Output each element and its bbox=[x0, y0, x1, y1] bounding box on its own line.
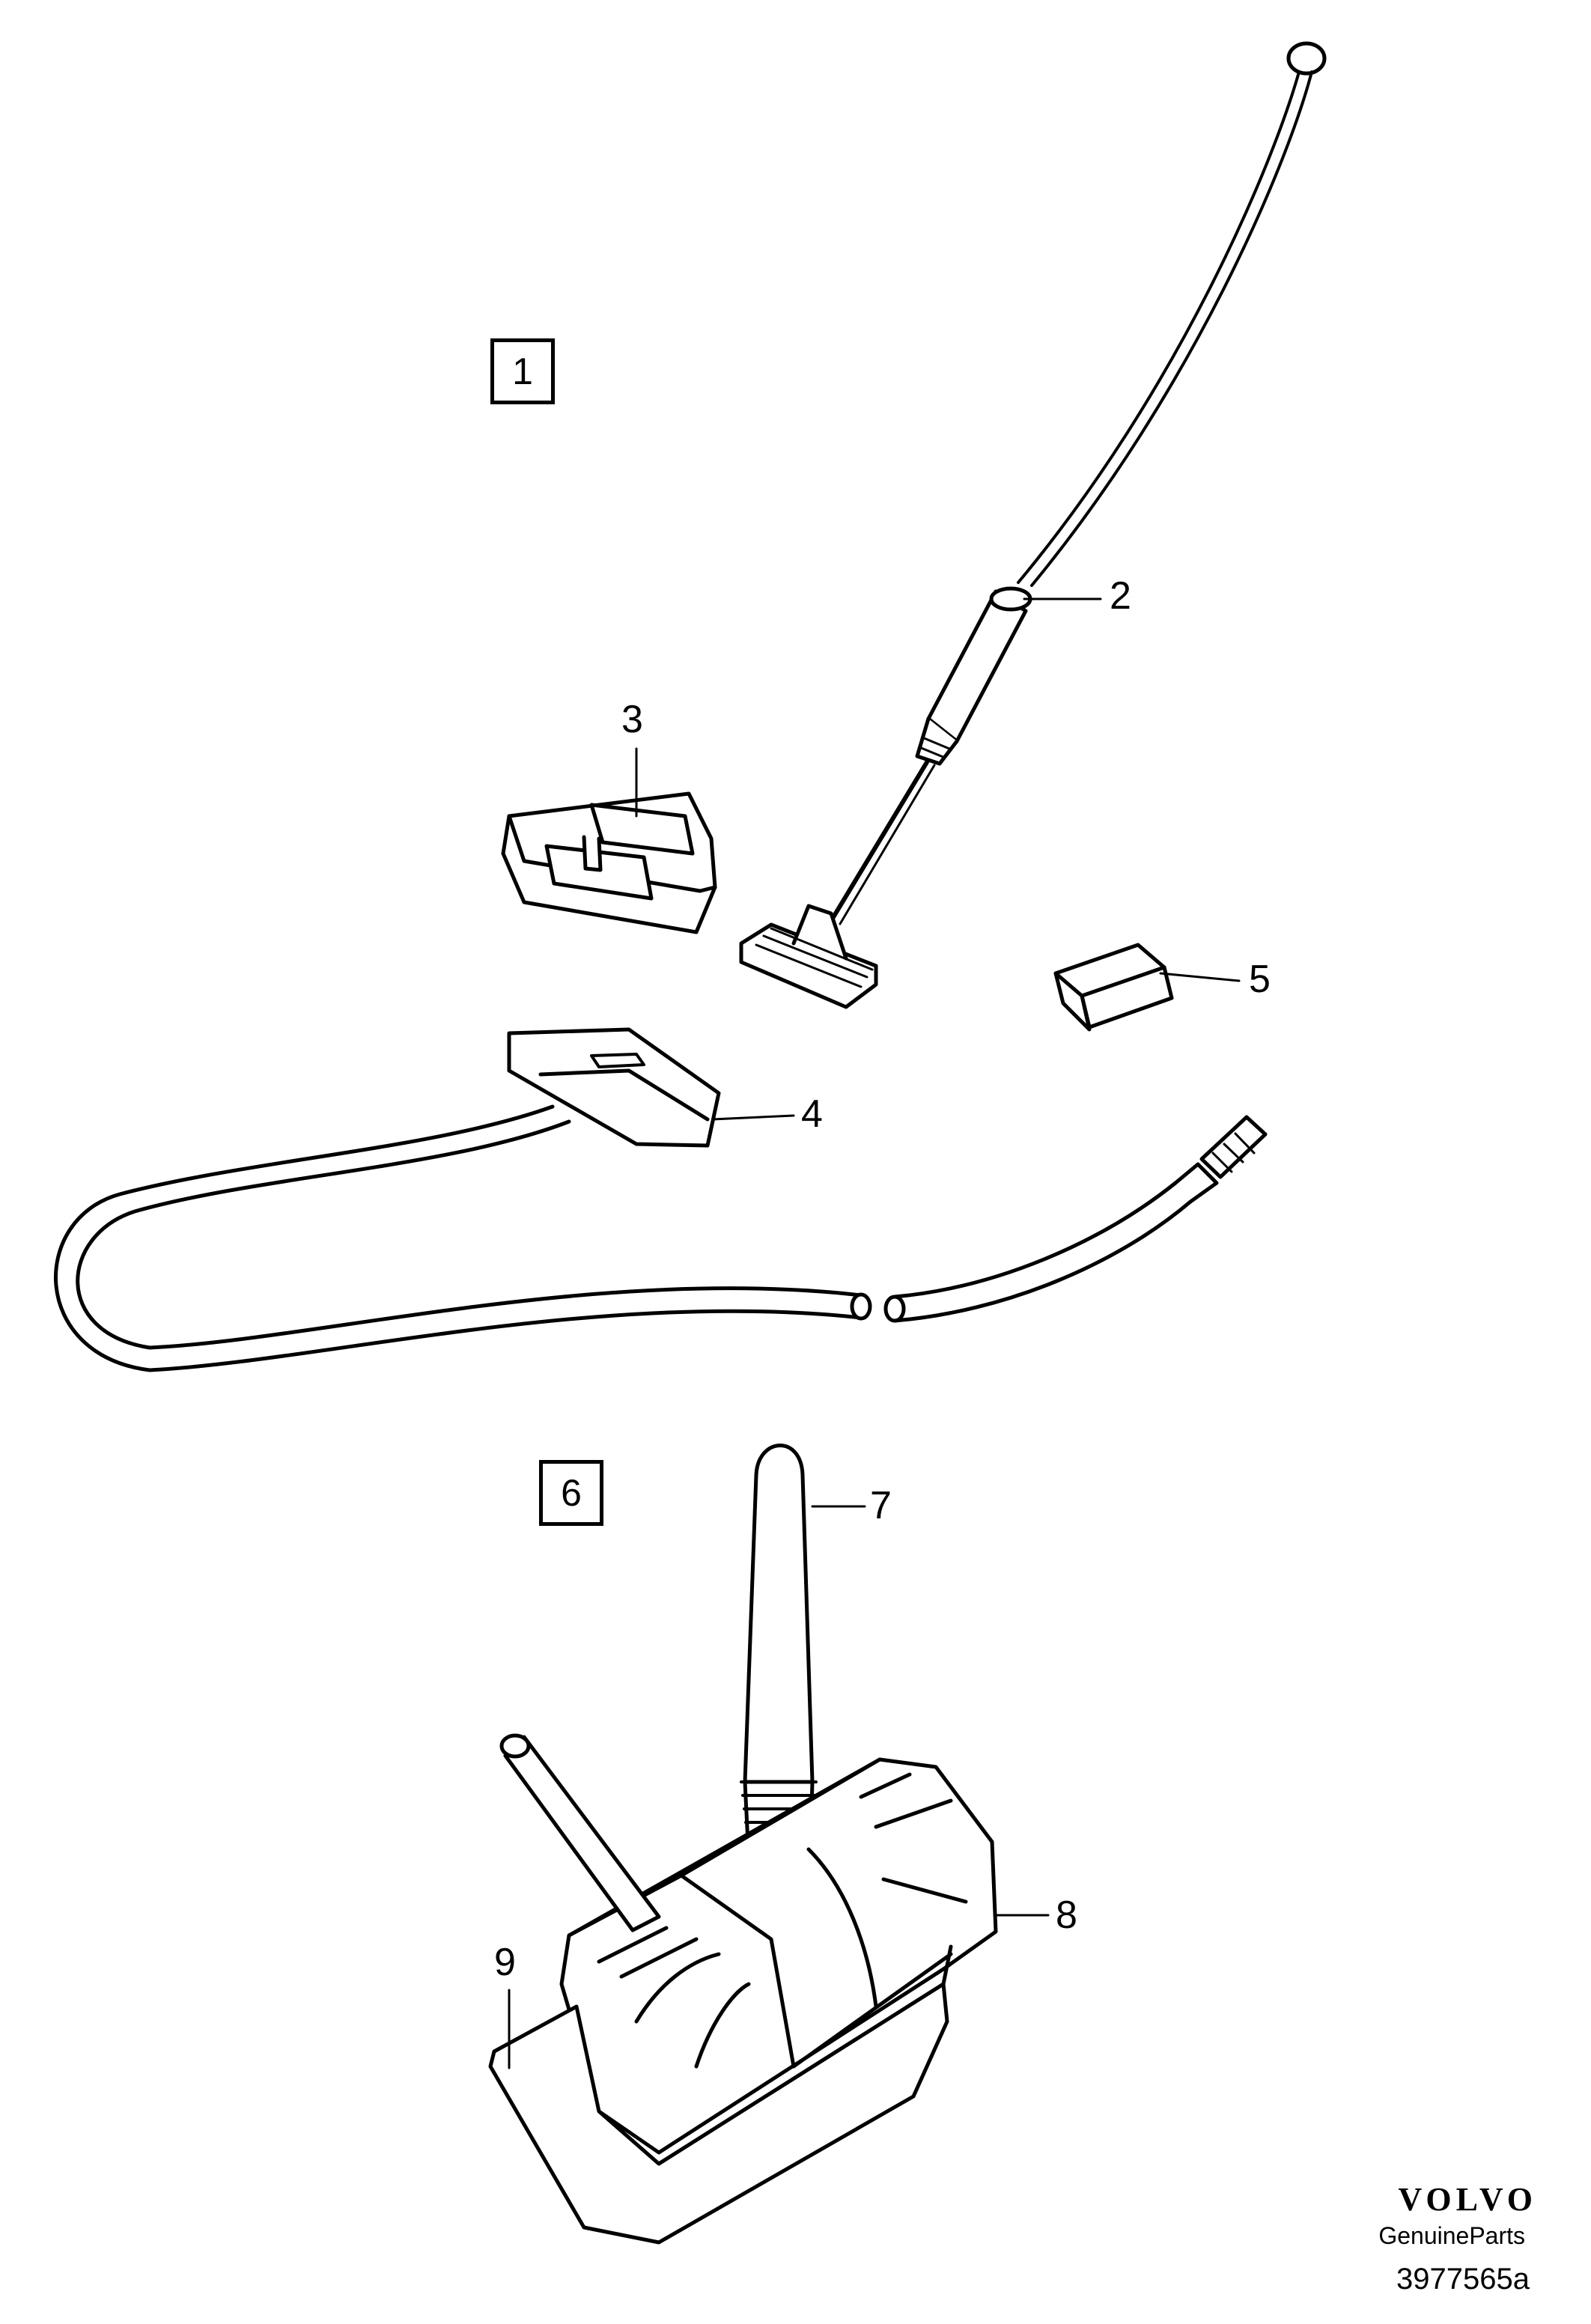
rod-antenna bbox=[829, 41, 1327, 925]
callout-2: 2 bbox=[1110, 574, 1131, 618]
group-box-6: 6 bbox=[539, 1460, 603, 1526]
cable-assembly bbox=[54, 1027, 1268, 1372]
leader-lines bbox=[508, 597, 1241, 2069]
genuine-parts-label: GenuineParts bbox=[1378, 2222, 1525, 2249]
clip-part bbox=[501, 791, 717, 934]
callout-3: 3 bbox=[621, 698, 643, 741]
bracket-part bbox=[1053, 943, 1174, 1032]
callout-9: 9 bbox=[494, 1941, 516, 1984]
callout-4: 4 bbox=[801, 1092, 823, 1136]
callout-7: 7 bbox=[870, 1484, 892, 1527]
gasket-plate bbox=[488, 1733, 949, 2245]
group-box-1: 1 bbox=[490, 338, 555, 404]
antenna-base-connector bbox=[739, 904, 878, 1009]
diagram-id: 3977565a bbox=[1396, 2263, 1530, 2296]
callout-5: 5 bbox=[1249, 958, 1271, 1001]
callout-8: 8 bbox=[1056, 1893, 1077, 1937]
brand-logo: VOLVO bbox=[1398, 2181, 1537, 2218]
